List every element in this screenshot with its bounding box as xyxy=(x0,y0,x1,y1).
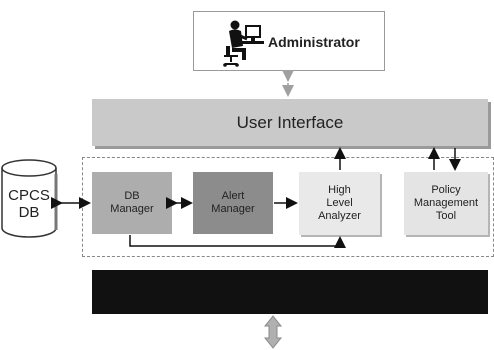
cpcs-db-label: CPCS DB xyxy=(8,187,50,221)
db-manager-box: DB Manager xyxy=(92,172,172,234)
person-at-computer-icon xyxy=(223,20,264,67)
alert-manager-box: Alert Manager xyxy=(193,172,273,234)
high-level-analyzer-box: High Level Analyzer xyxy=(299,172,380,235)
database-cylinder-icon xyxy=(1,159,58,238)
administrator-box: Administrator xyxy=(193,11,385,71)
user-interface-bar: User Interface xyxy=(92,99,488,146)
administrator-label: Administrator xyxy=(268,34,360,50)
policy-management-tool-box: Policy Management Tool xyxy=(404,172,488,235)
bottom-layer-bar xyxy=(92,270,488,314)
bottom-double-arrow xyxy=(263,315,283,349)
